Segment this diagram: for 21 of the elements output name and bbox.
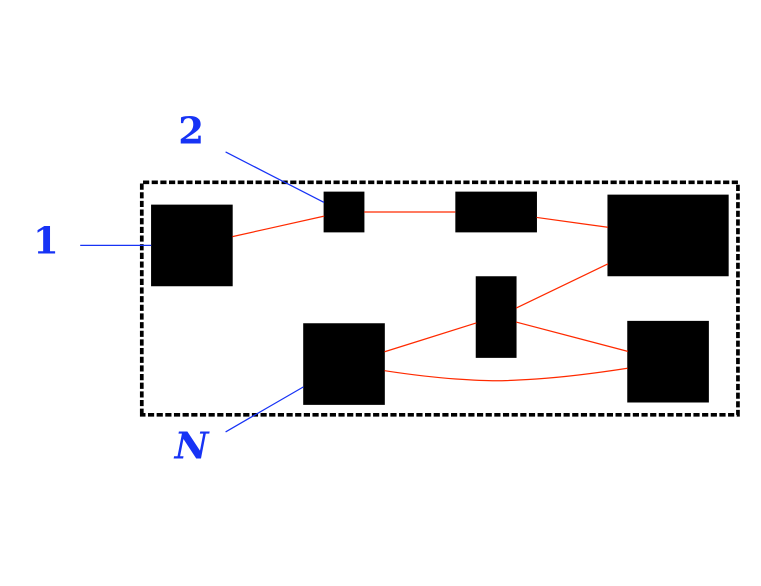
cluster [140, 180, 740, 417]
connector [80, 244, 152, 246]
node-box [151, 204, 233, 286]
node-box [627, 320, 709, 402]
connector [384, 322, 476, 352]
node-text: N [174, 424, 208, 468]
connector [384, 368, 628, 382]
node-box [455, 192, 537, 232]
connector [225, 386, 304, 432]
connector [516, 263, 608, 309]
connector [364, 211, 456, 213]
connector [536, 216, 608, 228]
node-box [303, 323, 385, 405]
connector [232, 216, 324, 238]
node-box [324, 192, 364, 232]
node-box [607, 194, 729, 276]
connector [516, 321, 628, 352]
node-box [476, 276, 517, 358]
connector [225, 151, 324, 203]
node-text: 2 [178, 108, 204, 152]
node-text: 1 [32, 218, 59, 262]
